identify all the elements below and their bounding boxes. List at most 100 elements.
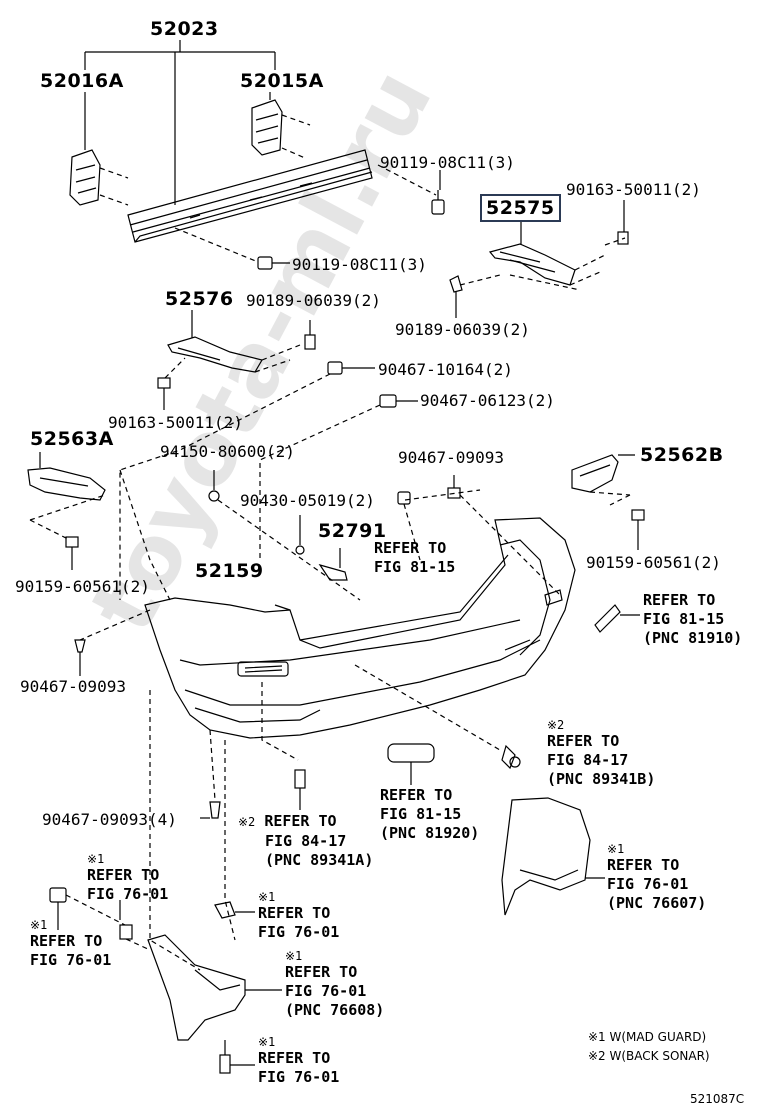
part-52563a-label: 52563A [30, 428, 114, 450]
ref-line-1: REFER TO [547, 732, 620, 750]
clip-90467-09093-left [74, 639, 86, 676]
ref-line-2: FIG 84-17 [547, 751, 629, 769]
clip-90467-09093-lower [200, 801, 221, 819]
ref-line-2: FIG 84-17 [265, 832, 347, 850]
mud-guard-right [501, 797, 605, 916]
refer-fig-76-01-c: ※1 REFER TO FIG 76-01 [30, 918, 111, 970]
ref-line-2: FIG 76-01 [607, 875, 689, 893]
bumper-reinforcement-beam [127, 149, 373, 243]
part-52576-label: 52576 [165, 288, 234, 310]
part-94150-label: 94150-80600(2) [160, 442, 295, 461]
nut-94150 [208, 470, 361, 601]
dashed-leaders-lower [79, 469, 236, 971]
leader-52023 [84, 40, 276, 205]
ref-line-1: REFER TO [30, 932, 103, 950]
mud-guard-left [49, 887, 282, 1074]
ref-line-2: FIG 76-01 [258, 923, 340, 941]
part-52791 [318, 548, 348, 581]
note-mark: ※1 [30, 918, 48, 932]
ref-line-3: (PNC 89341A) [265, 851, 374, 869]
part-90189-upper-label: 90189-06039(2) [246, 291, 381, 310]
ref-line-3: (PNC 76607) [607, 894, 707, 912]
refer-pnc-81910: REFER TO FIG 81-15 (PNC 81910) [643, 591, 742, 648]
ref-line-2: FIG 81-15 [380, 805, 462, 823]
note-mark: ※2 [547, 718, 565, 732]
part-52016a-label: 52016A [40, 70, 124, 92]
note-mark: ※1 [258, 1035, 276, 1049]
clip-90467-09093-upper [397, 475, 561, 596]
ref-line-2: FIG 81-15 [643, 610, 725, 628]
ref-line-1: REFER TO [607, 856, 680, 874]
ref-line-1: REFER TO [87, 866, 160, 884]
refer-pnc-89341b: ※2 REFER TO FIG 84-17 (PNC 89341B) [547, 718, 655, 789]
ref-line-1: REFER TO [374, 539, 447, 557]
part-90189-lower-label: 90189-06039(2) [395, 320, 530, 339]
bracket-52563a [27, 452, 106, 570]
ref-line-3: (PNC 76608) [285, 1001, 385, 1019]
part-52791-label: 52791 [318, 520, 387, 542]
refer-pnc-76608: ※1 REFER TO FIG 76-01 (PNC 76608) [285, 949, 384, 1020]
bracket-52562b [571, 454, 645, 550]
diagram-code: 521087C [690, 1092, 745, 1106]
part-52575-label-highlighted: 52575 [480, 194, 561, 222]
ref-line-2: FIG 76-01 [87, 885, 169, 903]
ref-line-2: FIG 76-01 [285, 982, 367, 1000]
part-90467-09093-left-label: 90467-09093 [20, 677, 126, 696]
part-52023-label: 52023 [150, 18, 219, 40]
part-90467-09093-lower-label: 90467-09093(4) [42, 810, 177, 829]
ref-line-3: (PNC 81920) [380, 824, 480, 842]
note-mark: ※1 [258, 890, 276, 904]
ref-line-1: REFER TO [285, 963, 358, 981]
part-90467-09093-upper-label: 90467-09093 [398, 448, 504, 467]
refer-fig-81-15-upper: REFER TO FIG 81-15 [374, 539, 455, 577]
bumper-cover-52159 [144, 517, 576, 739]
part-90119-lower-label: 90119-08C11(3) [292, 255, 427, 274]
note-mark: ※1 [285, 949, 303, 963]
ref-line-3: (PNC 89341B) [547, 770, 656, 788]
reflector-right [594, 604, 640, 633]
ref-line-1: REFER TO [258, 1049, 331, 1067]
refer-pnc-81920: REFER TO FIG 81-15 (PNC 81920) [380, 786, 479, 843]
note-mark: ※1 [87, 852, 105, 866]
clip-90467-10164 [119, 361, 375, 600]
bolt-90119-upper [377, 164, 445, 215]
retainer-52576 [157, 310, 316, 410]
bracket-52015a [251, 92, 311, 159]
legend-note-2: ※2 W(BACK SONAR) [588, 1049, 710, 1063]
legend-note-1: ※1 W(MAD GUARD) [588, 1030, 707, 1044]
part-90163-lower-label: 90163-50011(2) [108, 413, 243, 432]
part-52159-label: 52159 [195, 560, 264, 582]
bolt-90119-lower [174, 227, 290, 270]
ref-line-1: REFER TO [643, 591, 716, 609]
part-90159-left-label: 90159-60561(2) [15, 577, 150, 596]
sonar-sensor-right [354, 664, 521, 770]
retainer-52575 [449, 200, 629, 318]
refer-pnc-89341a: ※2 REFER TO FIG 84-17 (PNC 89341A) [238, 812, 373, 870]
part-52562b-label: 52562B [640, 444, 724, 466]
ref-line-2: FIG 76-01 [30, 951, 112, 969]
part-90119-upper-label: 90119-08C11(3) [380, 153, 515, 172]
sonar-sensor-left [261, 682, 306, 810]
ref-line-1: REFER TO [258, 904, 331, 922]
refer-fig-76-01-d: ※1 REFER TO FIG 76-01 [258, 1035, 339, 1087]
part-90159-right-label: 90159-60561(2) [586, 553, 721, 572]
reflector-center [387, 743, 435, 785]
part-90430-label: 90430-05019(2) [240, 491, 375, 510]
ref-line-1: REFER TO [380, 786, 453, 804]
bracket-52016a [69, 92, 129, 206]
note-mark: ※1 [607, 842, 625, 856]
ref-line-2: FIG 81-15 [374, 558, 456, 576]
note-mark: ※2 [238, 815, 256, 829]
screw-90430 [295, 515, 305, 555]
clip-90467-06123 [259, 394, 418, 560]
refer-fig-76-01-b: ※1 REFER TO FIG 76-01 [258, 890, 339, 942]
ref-line-2: FIG 76-01 [258, 1068, 340, 1086]
refer-fig-76-01-a: ※1 REFER TO FIG 76-01 [87, 852, 168, 904]
part-90467-06123-label: 90467-06123(2) [420, 391, 555, 410]
part-90467-10164-label: 90467-10164(2) [378, 360, 513, 379]
ref-line-3: (PNC 81910) [643, 629, 743, 647]
refer-pnc-76607: ※1 REFER TO FIG 76-01 (PNC 76607) [607, 842, 706, 913]
ref-line-1: REFER TO [264, 812, 337, 830]
part-52015a-label: 52015A [240, 70, 324, 92]
